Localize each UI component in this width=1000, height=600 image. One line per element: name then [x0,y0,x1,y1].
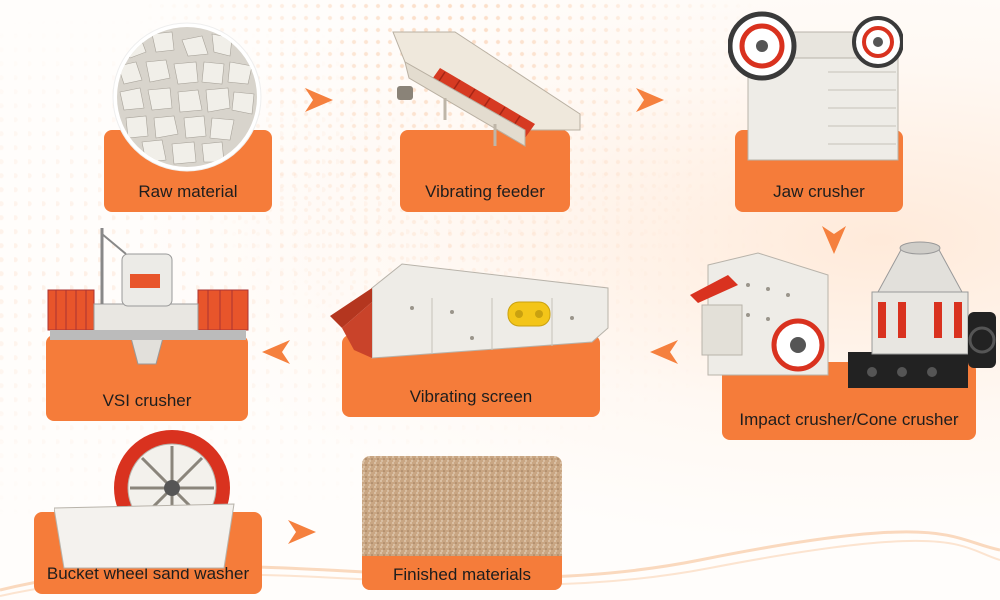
impact-crusher-image [690,252,829,376]
step-label: Jaw crusher [773,182,865,201]
vibrating-feeder-image [392,31,581,147]
step-label: Vibrating feeder [425,182,545,201]
step-label: Raw material [138,182,238,201]
finished-sand-image [362,456,562,590]
bucket-wheel-washer-image [54,430,235,569]
step-label: Impact crusher/Cone crusher [739,410,959,429]
arrow-down-icon [822,226,846,254]
arrow-right-icon [288,520,316,544]
step-vibrating-feeder: Vibrating feeder [400,130,570,212]
raw-material-image [112,22,262,172]
step-label: Vibrating screen [409,387,533,406]
arrow-left-icon [262,340,290,364]
vsi-crusher-image [47,228,249,365]
arrow-right-icon [636,88,664,112]
step-label: Bucket wheel sand washer [46,564,250,583]
arrow-left-icon [650,340,678,364]
step-label: VSI crusher [102,391,192,410]
jaw-crusher-image [728,11,903,161]
cone-crusher-image [848,241,996,388]
arrow-right-icon [305,88,333,112]
vibrating-screen-image [330,263,609,359]
finished-materials-label: Finished materials [393,565,531,584]
